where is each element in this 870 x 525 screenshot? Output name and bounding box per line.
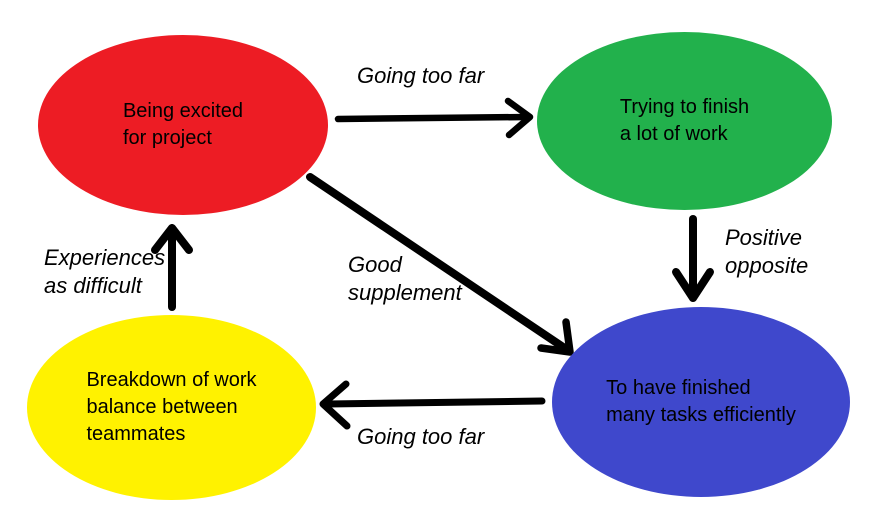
- edge-label-line: Experiences: [44, 245, 166, 270]
- node-text: Breakdown of work balance between teamma…: [86, 367, 256, 448]
- node-text-line: teammates: [86, 423, 186, 445]
- node-text: To have finished many tasks efficiently: [606, 375, 796, 429]
- node-text-line: To have finished: [606, 377, 751, 399]
- edge-label-line: Good: [348, 252, 402, 277]
- edge-label-experiences-as-difficult: Experiences as difficult: [44, 244, 165, 300]
- edge-label-line: supplement: [348, 280, 462, 305]
- edge-label-line: Going too far: [357, 424, 485, 449]
- edge-label-line: opposite: [725, 253, 809, 278]
- node-text-line: for project: [122, 127, 212, 149]
- node-text: Being excited for project: [123, 98, 243, 152]
- edge-label-good-supplement: Good supplement: [348, 251, 462, 307]
- node-text-line: Being excited: [122, 100, 244, 122]
- edge-label-line: Positive: [725, 225, 803, 250]
- node-text: Trying to finish a lot of work: [620, 94, 749, 148]
- arrow-excited-to-trying: [334, 97, 534, 139]
- edge-label-positive-opposite: Positive opposite: [725, 224, 808, 280]
- node-text-line: Trying to finish: [619, 96, 750, 118]
- arrow-finished-to-breakdown: [319, 380, 546, 430]
- node-trying-to-finish-work: Trying to finish a lot of work: [537, 32, 832, 210]
- edge-label-line: Going too far: [357, 63, 485, 88]
- arrow-trying-to-finished: [672, 215, 714, 302]
- node-text-line: a lot of work: [619, 123, 728, 145]
- arrow-excited-to-finished: [306, 173, 574, 356]
- arrow-breakdown-to-excited: [151, 224, 193, 311]
- node-text-line: many tasks efficiently: [606, 404, 796, 426]
- node-text-line: balance between: [86, 396, 238, 418]
- node-being-excited-for-project: Being excited for project: [38, 35, 328, 215]
- node-finished-many-tasks: To have finished many tasks efficiently: [552, 307, 850, 497]
- edge-label-going-too-far-bottom: Going too far: [357, 423, 484, 451]
- node-text-line: Breakdown of work: [86, 369, 257, 391]
- edge-label-line: as difficult: [44, 273, 142, 298]
- node-breakdown-of-work-balance: Breakdown of work balance between teamma…: [27, 315, 316, 500]
- edge-label-going-too-far-top: Going too far: [357, 62, 484, 90]
